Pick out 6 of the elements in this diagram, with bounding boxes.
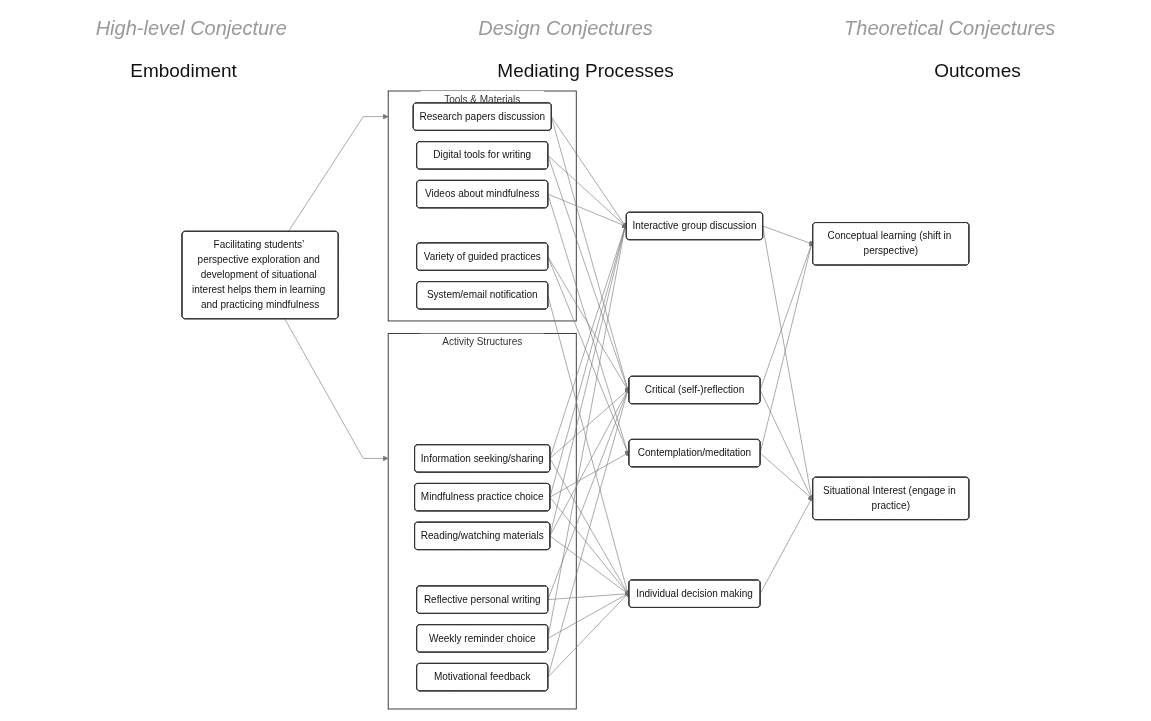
section-heading: Outcomes — [934, 60, 1021, 82]
column-heading: Theoretical Conjectures — [844, 16, 1056, 40]
column-heading: Design Conjectures — [478, 16, 653, 40]
section-heading: Mediating Processes — [497, 60, 674, 82]
column-heading: High-level Conjecture — [95, 16, 287, 40]
section-heading: Embodiment — [130, 60, 237, 82]
